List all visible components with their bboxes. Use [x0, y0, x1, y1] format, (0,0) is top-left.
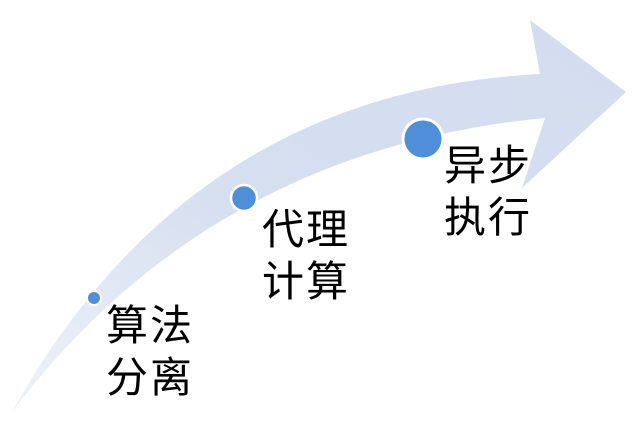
step-label-algorithm-separation: 算法 分离	[106, 300, 194, 404]
curved-arrow-shape	[12, 20, 626, 412]
step-dot-1	[86, 290, 102, 306]
step-label-line: 异步	[444, 141, 533, 190]
step-dot-2	[229, 183, 259, 213]
step-label-line: 执行	[444, 193, 533, 242]
step-label-async-execution: 异步 执行	[444, 140, 532, 244]
step-dot-3	[401, 117, 445, 161]
step-label-line: 计算	[262, 257, 351, 306]
step-label-line: 分离	[106, 353, 195, 402]
step-label-line: 代理	[262, 205, 351, 254]
step-label-proxy-computation: 代理 计算	[262, 204, 350, 308]
step-label-line: 算法	[106, 301, 195, 350]
